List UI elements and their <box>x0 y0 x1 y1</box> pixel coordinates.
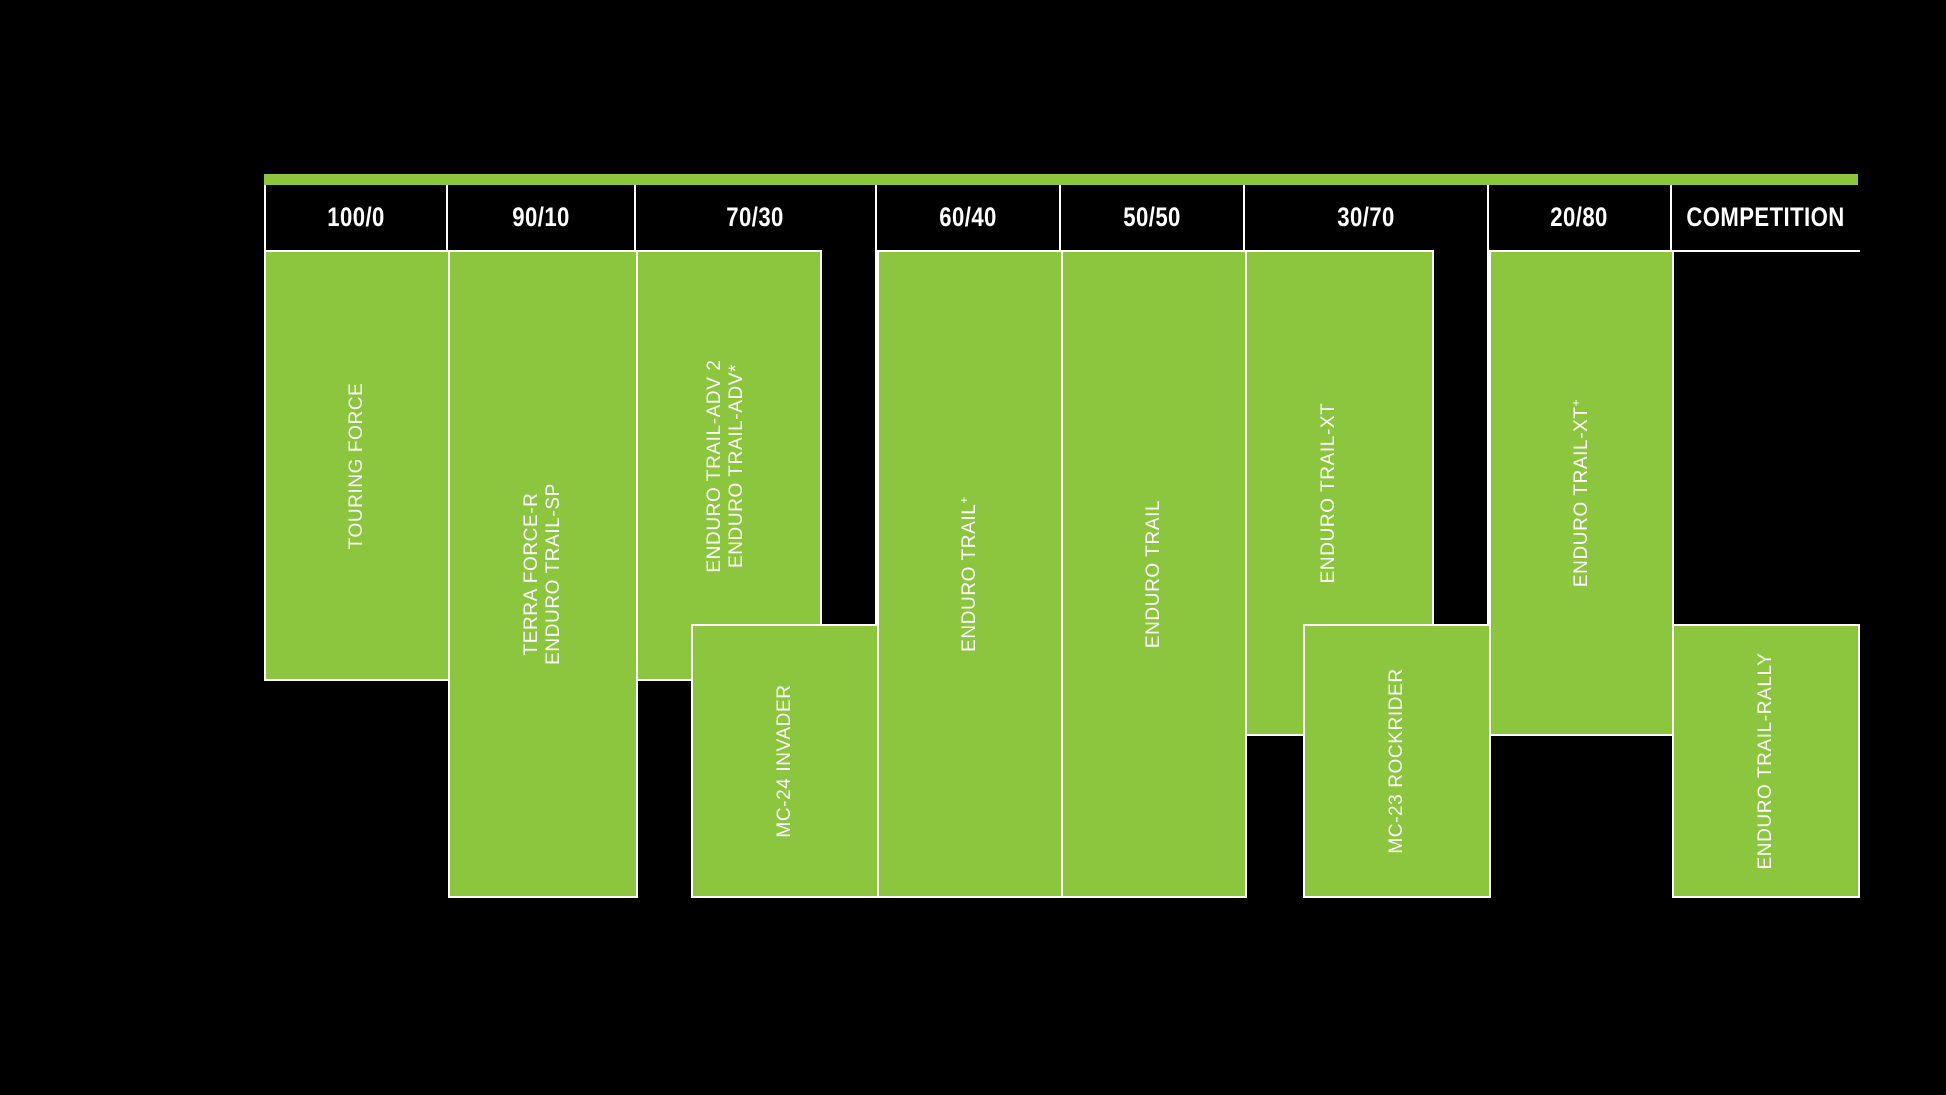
bar-label-text: ENDURO TRAIL-XT <box>1570 406 1592 588</box>
header-label-70-30: 70/30 <box>726 202 785 232</box>
bar-label-mc23-rockrider: MC-23 ROCKRIDER <box>1386 668 1408 854</box>
bar-enduro-trail-rally[interactable]: ENDURO TRAIL-RALLY <box>1672 624 1860 898</box>
bar-mc24-invader[interactable]: MC-24 INVADER <box>691 624 879 898</box>
header-cell-20-80[interactable]: 20/80 <box>1489 185 1672 250</box>
header-label-50-50: 50/50 <box>1123 202 1181 232</box>
header-label-60-40: 60/40 <box>939 202 997 232</box>
header-cell-60-40[interactable]: 60/40 <box>877 185 1061 250</box>
bar-mc23-rockrider[interactable]: MC-23 ROCKRIDER <box>1303 624 1491 898</box>
bar-label-line-1: TERRA FORCE-R <box>521 492 543 656</box>
bar-enduro-trail-xt-plus[interactable]: ENDURO TRAIL-XT+ <box>1489 250 1674 736</box>
bar-label-line-2: ENDURO TRAIL-SP <box>543 483 564 665</box>
bar-label-line-2: ENDURO TRAIL-ADV* <box>725 363 747 568</box>
header-cell-50-50[interactable]: 50/50 <box>1061 185 1245 250</box>
header-label-20-80: 20/80 <box>1550 202 1609 232</box>
bar-label-line-1: ENDURO TRAIL-ADV 2 <box>703 358 725 573</box>
bar-label-superscript: + <box>957 496 971 504</box>
category-header-row: 100/0 90/10 70/30 60/40 50/50 30/70 20/8… <box>264 185 1858 250</box>
bar-label-mc24-invader: MC-24 INVADER <box>774 684 796 838</box>
top-accent-bar <box>264 174 1858 185</box>
bar-enduro-trail-plus[interactable]: ENDURO TRAIL+ <box>877 250 1063 898</box>
bar-label-enduro-trail-xt-plus: ENDURO TRAIL-XT+ <box>1569 398 1593 588</box>
notch-30-70 <box>1432 250 1489 626</box>
header-cell-70-30[interactable]: 70/30 <box>636 185 877 250</box>
notch-70-30 <box>820 250 877 626</box>
header-label-90-10: 90/10 <box>512 202 570 232</box>
header-cell-30-70[interactable]: 30/70 <box>1245 185 1489 250</box>
header-cell-competition[interactable]: COMPETITION <box>1672 185 1858 250</box>
header-cell-90-10[interactable]: 90/10 <box>448 185 636 250</box>
bar-touring-force[interactable]: TOURING FORCE <box>264 250 450 681</box>
bar-label-touring-force: TOURING FORCE <box>346 382 368 549</box>
bar-label-superscript: + <box>1569 398 1583 407</box>
bar-label-enduro-trail-xt: ENDURO TRAIL-XT <box>1317 402 1339 584</box>
bar-label-enduro-trail: ENDURO TRAIL <box>1143 499 1165 649</box>
bar-enduro-trail[interactable]: ENDURO TRAIL <box>1061 250 1247 898</box>
header-label-30-70: 30/70 <box>1337 202 1395 232</box>
bar-label-enduro-trail-plus: ENDURO TRAIL+ <box>957 496 981 652</box>
bar-label-enduro-trail-rally: ENDURO TRAIL-RALLY <box>1755 652 1777 870</box>
header-cell-100-0[interactable]: 100/0 <box>264 185 448 250</box>
bar-label-text: ENDURO TRAIL <box>959 503 981 652</box>
header-label-competition: COMPETITION <box>1685 202 1845 232</box>
competition-top-rule <box>1672 250 1860 252</box>
header-label-100-0: 100/0 <box>327 202 385 232</box>
